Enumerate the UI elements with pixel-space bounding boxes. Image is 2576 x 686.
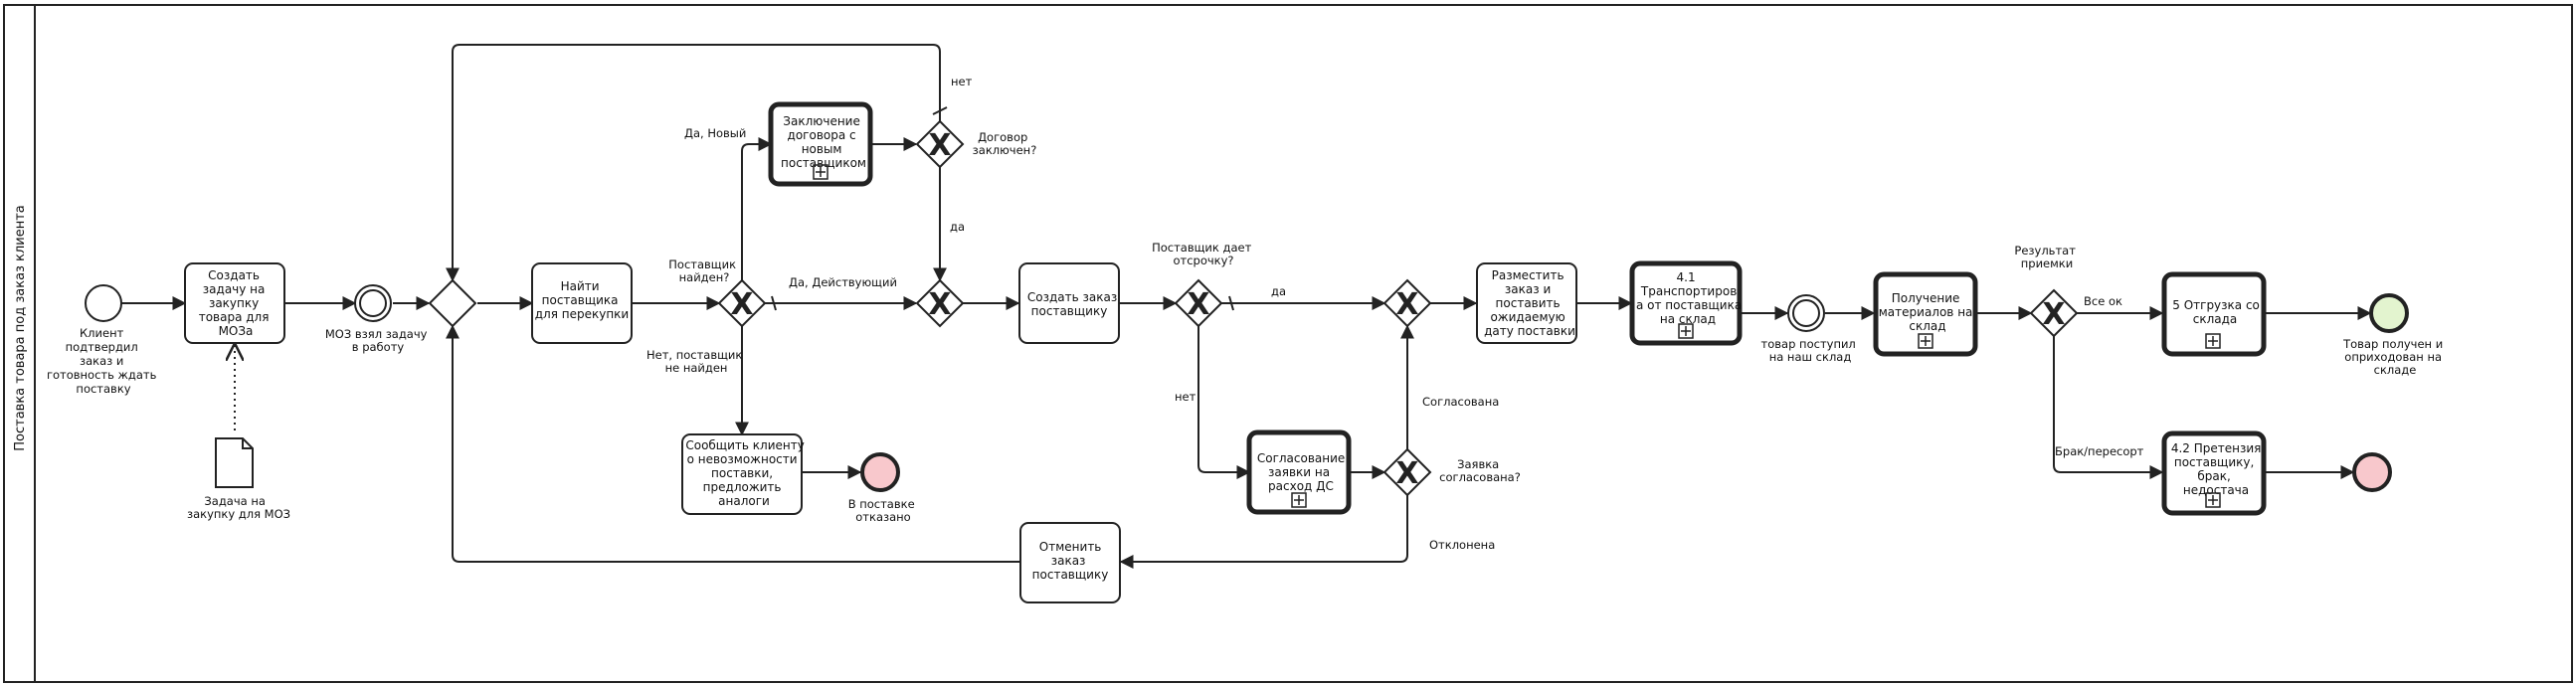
gateway-request-approved-label: Заявка согласована? [1439,457,1521,484]
flow-label-not-found: Нет, поставщик не найден [646,348,746,375]
subprocess-contract-new[interactable]: Заключение договора с новым поставщиком [768,101,873,187]
lane-label: Поставка товара под заказ клиента [13,205,28,451]
subprocess-marker-icon [2205,333,2221,349]
flow-label-approved: Согласована [1422,395,1499,409]
task-find-supplier[interactable]: Найти поставщика для перекупки [531,262,633,344]
subprocess-marker-icon [813,164,828,180]
gateway-supplier-found[interactable]: X [717,278,767,328]
subprocess-marker-icon [1918,333,1933,349]
moz-taken-label: МОЗ взял задачу в работу [325,327,431,354]
svg-text:4.2 Претензия поставщику: 4.2 Претензия поставщику, брак, недостач… [2171,441,2265,497]
gateway-x-icon: X [928,287,951,322]
gateway-request-approved[interactable]: X [1382,447,1432,497]
flow-label-yes-existing: Да, Действующий [789,275,897,289]
start-event[interactable] [85,284,122,322]
gateway-acceptance-label: Результат приемки [2014,244,2079,270]
gateway-x-icon: X [1395,456,1418,491]
subprocess-claim[interactable]: 4.2 Претензия поставщику, брак, недостач… [2161,430,2267,516]
intermediate-event-goods-arrived[interactable] [1787,294,1825,332]
doc-task-label: Задача на закупку для МОЗ [187,494,290,521]
svg-text:4.1 Транспортиров: 4.1 Транспортиров а от поставщика на скл… [1636,270,1746,326]
svg-text:Найти поставщика д: Найти поставщика для перекупки [535,279,629,321]
intermediate-event-moz-taken[interactable] [354,284,392,322]
svg-text:Создать задачу на: Создать задачу на закупку товара для МОЗ… [199,268,274,338]
svg-text:Получение материалов на: Получение материалов на склад [1879,291,1976,333]
flow-label-da-contract: да [950,220,965,234]
svg-text:Согласование заявки на: Согласование заявки на расход ДС [1257,451,1349,493]
gateway-merge-contract[interactable]: X [915,278,965,328]
flow-label-all-ok: Все ок [2084,294,2122,308]
flow-label-da-deferral: да [1271,284,1286,298]
svg-text:Отменить заказ пос: Отменить заказ поставщику [1032,540,1109,582]
gateway-x-icon: X [1395,287,1418,322]
end-refused-label: В поставке отказано [848,497,919,524]
gateway-x-icon: X [2042,297,2065,332]
subprocess-marker-icon [1291,492,1307,508]
end-success-label: Товар получен и оприходован на складе [2342,337,2447,377]
subprocess-receive[interactable]: Получение материалов на склад [1873,271,1978,357]
task-place-order[interactable]: Разместить заказ и поставить ожидаемую д… [1476,262,1577,344]
gateway-x-icon: X [928,128,951,163]
gateway-contract-done-label: Договор заключен? [973,130,1037,157]
svg-text:Создать заказ поставщику: Создать заказ поставщику [1027,290,1121,318]
end-event-claim[interactable] [2352,452,2392,492]
flow-label-yes-new: Да, Новый [684,126,746,140]
svg-text:5 Отгрузка со склада: 5 Отгрузка со склада [2172,298,2263,326]
subprocess-marker-icon [2205,492,2221,508]
task-notify-client[interactable]: Сообщить клиенту о невозможности поставк… [681,433,809,515]
pool [3,4,2573,683]
gateway-supplier-found-label: Поставщик найден? [668,257,739,284]
gateway-acceptance[interactable]: X [2029,288,2079,338]
gateway-merge-supplier[interactable] [428,278,477,328]
flow-label-net-deferral: нет [1175,390,1196,404]
subprocess-transport[interactable]: 4.1 Транспортиров а от поставщика на скл… [1629,260,1746,346]
flow-label-no-contract: нет [951,75,973,88]
gateway-contract-done[interactable]: X [915,119,965,169]
end-event-refused[interactable] [860,452,900,492]
gateway-x-icon: X [730,287,753,322]
gateway-merge-approval[interactable]: X [1382,278,1432,328]
task-create-purchase[interactable]: Создать задачу на закупку товара для МОЗ… [184,262,285,344]
subprocess-marker-icon [1678,323,1694,339]
flow-label-defect: Брак/пересорт [2055,444,2144,458]
svg-text:Сообщить клиенту о невоз: Сообщить клиенту о невозможности поставк… [685,438,808,508]
task-cancel-order[interactable]: Отменить заказ поставщику [1019,522,1121,603]
data-object-doc-task[interactable] [215,437,254,488]
start-event-label: Клиент подтвердил заказ и готовность жда… [47,326,160,396]
svg-text:Разместить заказ и: Разместить заказ и поставить ожидаемую д… [1484,268,1575,338]
gateway-deferral[interactable]: X [1174,278,1223,328]
svg-text:Заключение договора с: Заключение договора с новым поставщиком [781,114,866,170]
task-create-order[interactable]: Создать заказ поставщику [1018,262,1121,344]
end-event-success[interactable] [2369,293,2409,333]
sequence-flows [121,44,2372,569]
flow-label-rejected: Отклонена [1429,538,1495,552]
goods-arrived-label: товар поступил на наш склад [1761,337,1860,364]
gateway-deferral-label: Поставщик дает отсрочку? [1152,241,1255,267]
subprocess-ship[interactable]: 5 Отгрузка со склада [2161,271,2267,357]
subprocess-approve-request[interactable]: Согласование заявки на расход ДС [1246,429,1352,515]
gateway-x-icon: X [1187,287,1209,322]
